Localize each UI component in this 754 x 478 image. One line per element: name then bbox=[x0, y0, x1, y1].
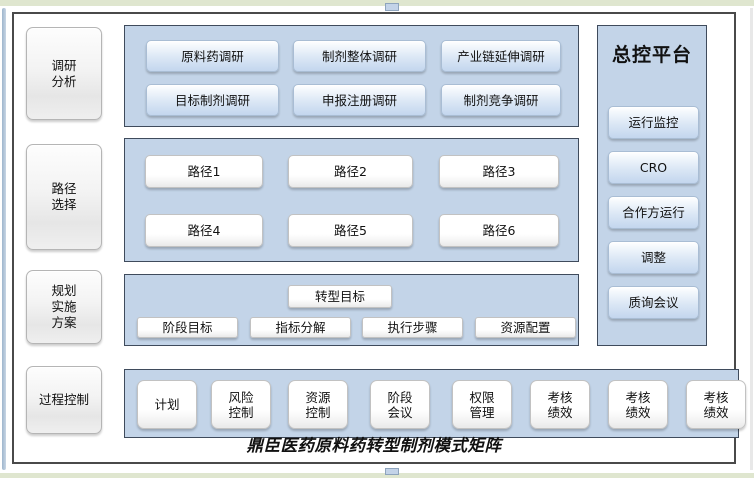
research-button-1[interactable]: 制剂整体调研 bbox=[293, 40, 426, 72]
stage-label: 规划 实施 方案 bbox=[51, 283, 77, 330]
stage-label: 调研 分析 bbox=[51, 57, 77, 89]
path-button-3[interactable]: 路径4 bbox=[145, 214, 263, 247]
research-button-4[interactable]: 申报注册调研 bbox=[293, 84, 426, 116]
button-label: 考核 绩效 bbox=[547, 389, 573, 420]
plan-button-0[interactable]: 阶段目标 bbox=[137, 317, 238, 338]
button-label: 路径1 bbox=[187, 164, 221, 179]
button-label: 产业链延伸调研 bbox=[457, 48, 545, 64]
control-platform-title: 总控平台 bbox=[611, 44, 692, 66]
button-label: 路径2 bbox=[334, 164, 367, 179]
button-label: 权限 管理 bbox=[469, 389, 495, 420]
top-resize-handle[interactable] bbox=[385, 3, 399, 11]
process-button-1[interactable]: 风险 控制 bbox=[211, 380, 271, 429]
plan-top-button[interactable]: 转型目标 bbox=[288, 285, 392, 308]
stage-button-plan[interactable]: 规划 实施 方案 bbox=[26, 270, 102, 344]
button-label: 阶段目标 bbox=[162, 320, 213, 335]
button-label: 原料药调研 bbox=[181, 48, 244, 64]
plan-button-1[interactable]: 指标分解 bbox=[250, 317, 351, 338]
plan-panel: 转型目标 阶段目标 指标分解 执行步骤 资源配置 bbox=[124, 274, 579, 346]
stage-button-research[interactable]: 调研 分析 bbox=[26, 27, 102, 120]
button-label: 调整 bbox=[640, 250, 666, 265]
process-button-3[interactable]: 阶段 会议 bbox=[370, 380, 430, 429]
left-scroll-rail[interactable] bbox=[2, 8, 6, 470]
control-platform-panel: 总控平台 运行监控 CRO 合作方运行 调整 质询会议 bbox=[597, 25, 707, 346]
button-label: 路径4 bbox=[187, 223, 221, 238]
control-button-3[interactable]: 调整 bbox=[608, 241, 699, 274]
diagram-caption: 鼎臣医药原料药转型制剂模式矩阵 bbox=[246, 436, 502, 455]
button-label: 指标分解 bbox=[275, 320, 326, 335]
control-button-0[interactable]: 运行监控 bbox=[608, 106, 699, 139]
process-panel: 计划 风险 控制 资源 控制 阶段 会议 bbox=[124, 369, 746, 438]
process-button-4[interactable]: 权限 管理 bbox=[452, 380, 512, 429]
stage-label: 过程控制 bbox=[38, 392, 89, 407]
control-button-2[interactable]: 合作方运行 bbox=[608, 196, 699, 229]
bottom-page-band bbox=[0, 473, 754, 478]
button-label: 风险 控制 bbox=[228, 389, 254, 420]
path-button-1[interactable]: 路径2 bbox=[288, 155, 413, 188]
button-label: CRO bbox=[639, 160, 668, 175]
button-label: 运行监控 bbox=[628, 115, 679, 130]
button-label: 路径5 bbox=[334, 223, 367, 238]
button-label: 计划 bbox=[154, 397, 180, 412]
research-panel: 原料药调研 制剂整体调研 产业链延伸调研 目标制剂调研 申报注册调研 制剂竞争调… bbox=[124, 25, 579, 127]
path-button-2[interactable]: 路径3 bbox=[439, 155, 559, 188]
research-button-3[interactable]: 目标制剂调研 bbox=[146, 84, 279, 116]
path-button-0[interactable]: 路径1 bbox=[145, 155, 263, 188]
diagram-canvas: 调研 分析 路径 选择 规划 实施 方案 过程控制 原料药调研 bbox=[12, 12, 746, 464]
research-button-0[interactable]: 原料药调研 bbox=[146, 40, 279, 72]
button-label: 质询会议 bbox=[628, 295, 679, 310]
bottom-resize-handle[interactable] bbox=[385, 468, 399, 475]
process-button-0[interactable]: 计划 bbox=[137, 380, 197, 429]
process-button-2[interactable]: 资源 控制 bbox=[288, 380, 348, 429]
plan-button-2[interactable]: 执行步骤 bbox=[362, 317, 463, 338]
button-label: 阶段 会议 bbox=[387, 389, 413, 420]
button-label: 转型目标 bbox=[314, 289, 365, 304]
button-label: 制剂竞争调研 bbox=[463, 92, 539, 108]
button-label: 资源配置 bbox=[500, 320, 551, 335]
button-label: 考核 绩效 bbox=[703, 389, 729, 420]
button-label: 合作方运行 bbox=[622, 205, 685, 220]
path-button-4[interactable]: 路径5 bbox=[288, 214, 413, 247]
path-panel: 路径1 路径2 路径3 路径4 路径5 路径6 bbox=[124, 138, 579, 262]
button-label: 路径6 bbox=[482, 223, 516, 238]
button-label: 路径3 bbox=[482, 164, 516, 179]
stage-button-process[interactable]: 过程控制 bbox=[26, 366, 102, 434]
button-label: 执行步骤 bbox=[387, 320, 438, 335]
control-button-4[interactable]: 质询会议 bbox=[608, 286, 699, 319]
button-label: 目标制剂调研 bbox=[174, 92, 250, 108]
right-page-edge bbox=[750, 8, 753, 470]
button-label: 制剂整体调研 bbox=[321, 48, 397, 64]
process-button-5[interactable]: 考核 绩效 bbox=[530, 380, 590, 429]
research-button-5[interactable]: 制剂竞争调研 bbox=[441, 84, 561, 116]
plan-button-3[interactable]: 资源配置 bbox=[475, 317, 576, 338]
button-label: 考核 绩效 bbox=[625, 389, 651, 420]
process-button-6[interactable]: 考核 绩效 bbox=[608, 380, 668, 429]
control-button-1[interactable]: CRO bbox=[608, 151, 699, 184]
process-button-7[interactable]: 考核 绩效 bbox=[686, 380, 746, 429]
research-button-2[interactable]: 产业链延伸调研 bbox=[441, 40, 561, 72]
stage-label: 路径 选择 bbox=[51, 181, 77, 212]
path-button-5[interactable]: 路径6 bbox=[439, 214, 559, 247]
top-page-band bbox=[0, 0, 754, 6]
stage-button-path[interactable]: 路径 选择 bbox=[26, 144, 102, 250]
button-label: 资源 控制 bbox=[305, 389, 331, 420]
button-label: 申报注册调研 bbox=[321, 92, 397, 108]
